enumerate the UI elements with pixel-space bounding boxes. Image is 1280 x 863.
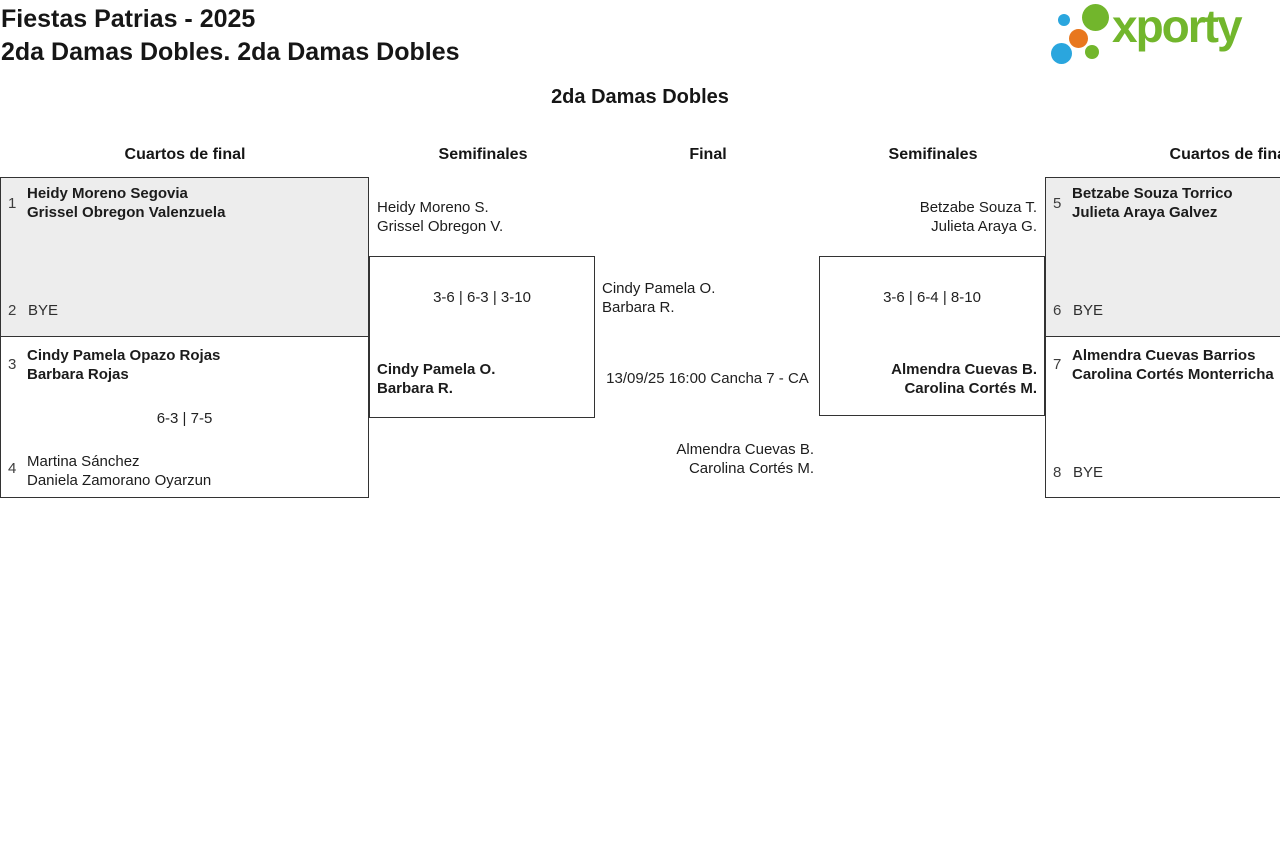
xporty-logo[interactable]: xporty (1048, 0, 1278, 66)
player-name: Julieta Araya G. (931, 218, 1037, 235)
bye-label: BYE (1073, 302, 1104, 319)
player-name: Heidy Moreno Segovia (27, 185, 188, 202)
seed-number: 1 (8, 195, 17, 212)
seed-number: 4 (8, 460, 17, 477)
logo-dot-orange-icon (1069, 29, 1088, 48)
player-name: Almendra Cuevas B. (676, 441, 814, 458)
player-name: Daniela Zamorano Oyarzun (27, 472, 212, 489)
match-score: 3-6 | 6-3 | 3-10 (433, 289, 531, 306)
team-entry[interactable]: Almendra Cuevas B. Carolina Cortés M. (820, 360, 1037, 398)
team-entry[interactable]: Heidy Moreno Segovia Grissel Obregon Val… (27, 184, 225, 222)
round-header-quarterfinals-right: Cuartos de final (1169, 146, 1280, 163)
round-header-final: Final (689, 146, 727, 163)
seed-number: 6 (1053, 302, 1062, 319)
logo-wordmark: xporty (1112, 0, 1243, 52)
match-box-semifinal-right[interactable] (819, 256, 1045, 416)
player-name: Grissel Obregon V. (377, 218, 504, 235)
logo-dot-blue-large-icon (1051, 43, 1072, 64)
seed-number: 5 (1053, 195, 1062, 212)
player-name: Heidy Moreno S. (377, 199, 489, 216)
round-header-semifinals-left: Semifinales (438, 146, 528, 163)
event-title: Fiestas Patrias - 2025 (1, 5, 256, 33)
match-score: 3-6 | 6-4 | 8-10 (883, 289, 981, 306)
bye-label: BYE (1073, 464, 1104, 481)
seed-number: 2 (8, 302, 17, 319)
player-name: Carolina Cortés M. (688, 460, 814, 477)
match-score: 6-3 | 7-5 (156, 410, 213, 427)
player-name: Barbara R. (377, 380, 453, 397)
round-header-semifinals-right: Semifinales (888, 146, 978, 163)
seed-number: 7 (1053, 356, 1062, 373)
final-schedule: 13/09/25 16:00 Cancha 7 - CA (606, 370, 809, 387)
match-box-semifinal-left[interactable] (369, 256, 595, 418)
team-entry[interactable]: Cindy Pamela O. Barbara R. (377, 360, 495, 398)
match-box-qf1[interactable] (0, 177, 369, 337)
team-entry[interactable]: Almendra Cuevas Barrios Carolina Cortés … (1072, 346, 1274, 384)
player-name: Martina Sánchez (27, 453, 140, 470)
team-entry[interactable]: Betzabe Souza T. Julieta Araya G. (820, 198, 1037, 236)
player-name: Barbara Rojas (27, 366, 129, 383)
player-name: Betzabe Souza Torrico (1072, 185, 1233, 202)
team-entry[interactable]: Almendra Cuevas B. Carolina Cortés M. (595, 440, 814, 478)
player-name: Cindy Pamela O. (377, 361, 496, 378)
player-name: Cindy Pamela Opazo Rojas (27, 347, 221, 364)
team-entry[interactable]: Martina Sánchez Daniela Zamorano Oyarzun (27, 452, 211, 490)
logo-dot-green-small-icon (1085, 45, 1099, 59)
team-entry[interactable]: Betzabe Souza Torrico Julieta Araya Galv… (1072, 184, 1233, 222)
player-name: Almendra Cuevas Barrios (1072, 347, 1256, 364)
match-box-qf4[interactable] (1045, 337, 1280, 498)
match-box-qf2[interactable] (0, 337, 369, 498)
seed-number: 3 (8, 356, 17, 373)
player-name: Barbara R. (602, 299, 675, 316)
player-name: Carolina Cortés Monterricha (1072, 366, 1274, 383)
player-name: Betzabe Souza T. (919, 199, 1037, 216)
player-name: Julieta Araya Galvez (1072, 204, 1218, 221)
player-name: Carolina Cortés M. (904, 380, 1037, 397)
bracket-heading: 2da Damas Dobles (551, 86, 729, 108)
team-entry[interactable]: Cindy Pamela Opazo Rojas Barbara Rojas (27, 346, 220, 384)
team-entry[interactable]: Cindy Pamela O. Barbara R. (602, 279, 715, 317)
seed-number: 8 (1053, 464, 1062, 481)
bye-label: BYE (28, 302, 59, 319)
event-subtitle: 2da Damas Dobles. 2da Damas Dobles (1, 38, 460, 66)
round-header-quarterfinals-left: Cuartos de final (124, 146, 246, 163)
team-entry[interactable]: Heidy Moreno S. Grissel Obregon V. (377, 198, 503, 236)
player-name: Almendra Cuevas B. (891, 361, 1037, 378)
player-name: Grissel Obregon Valenzuela (27, 204, 226, 221)
logo-dot-blue-small-icon (1058, 14, 1070, 26)
logo-dot-green-large-icon (1082, 4, 1109, 31)
match-box-qf3[interactable] (1045, 177, 1280, 337)
player-name: Cindy Pamela O. (602, 280, 716, 297)
